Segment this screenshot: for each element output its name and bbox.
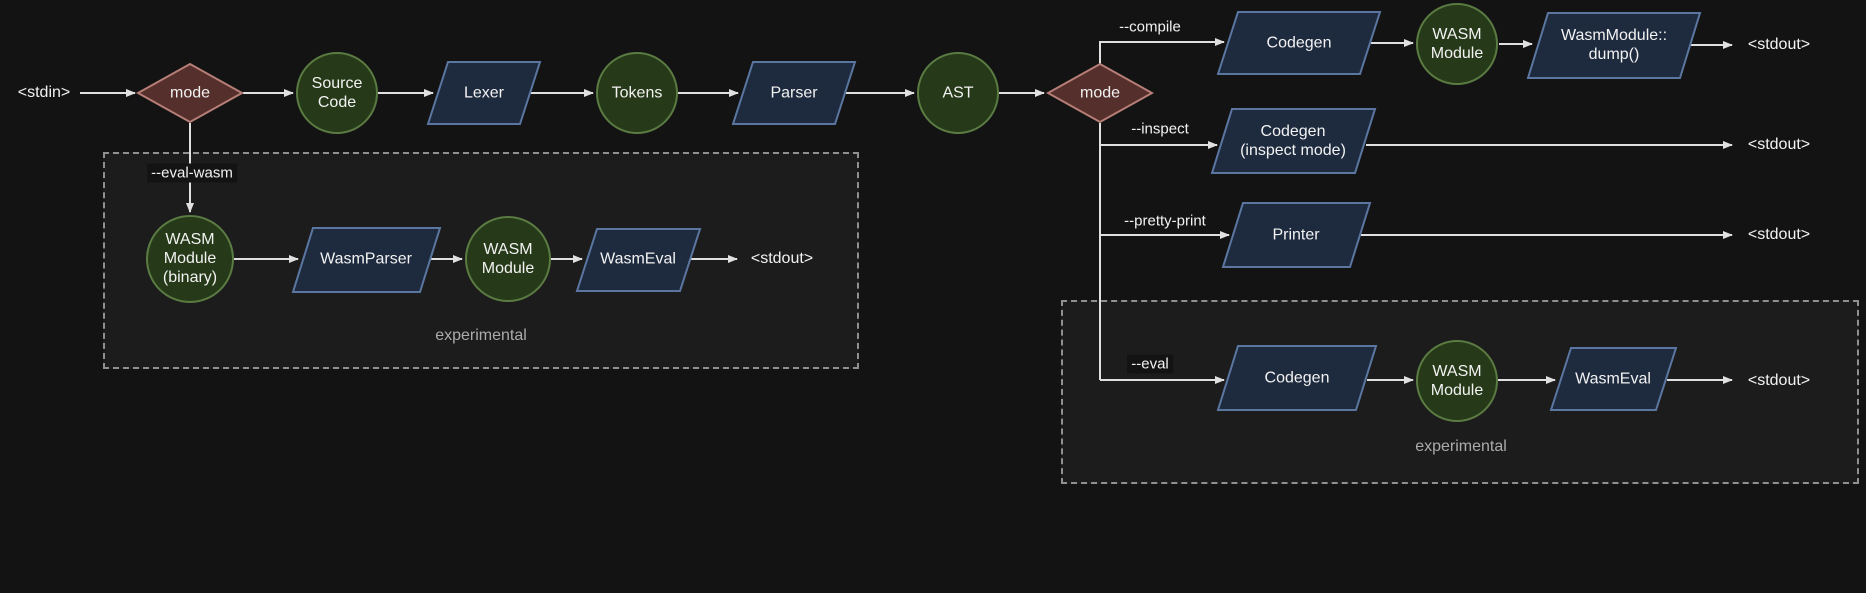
- wasm-module-left-node: [465, 216, 551, 302]
- stdout-terminal-eval: <stdout>: [1747, 372, 1811, 389]
- wasmmodule-dump-label: WasmModule:: dump(): [1560, 26, 1668, 63]
- wasm-module-left-label: WASM Module: [481, 240, 535, 277]
- wasmeval-left-node: [575, 228, 702, 292]
- mode-diamond-2: [1045, 62, 1155, 124]
- lexer-label: Lexer: [463, 84, 505, 102]
- edge-label-eval: --eval: [1127, 354, 1173, 374]
- wasm-module-compile-node: [1416, 3, 1498, 85]
- stdout-terminal-compile: <stdout>: [1747, 36, 1811, 53]
- parser-label: Parser: [770, 84, 818, 102]
- stdout-terminal-inspect: <stdout>: [1747, 136, 1811, 153]
- source-code-label: Source Code: [311, 74, 363, 111]
- lexer-node: [426, 61, 542, 125]
- codegen-compile-label: Codegen: [1266, 34, 1332, 52]
- source-code-node: [296, 52, 378, 134]
- codegen-eval-label: Codegen: [1264, 369, 1330, 387]
- stdout-terminal-eval-wasm: <stdout>: [750, 250, 814, 267]
- wasm-module-compile-label: WASM Module: [1430, 25, 1484, 62]
- codegen-compile-node: [1216, 11, 1382, 75]
- mode-diamond-1-label: mode: [169, 84, 211, 102]
- wasmparser-label: WasmParser: [320, 250, 412, 268]
- stdin-terminal: <stdin>: [17, 84, 71, 101]
- wasmmodule-dump-node: [1526, 12, 1702, 79]
- codegen-inspect-node: [1210, 108, 1377, 174]
- edge-label-pretty-print: --pretty-print: [1120, 211, 1210, 231]
- experimental-label-right: experimental: [1415, 438, 1507, 455]
- experimental-label-left: experimental: [435, 327, 527, 344]
- wasmeval-eval-label: WasmEval: [1575, 370, 1651, 388]
- wasmeval-left-label: WasmEval: [600, 250, 676, 268]
- printer-node: [1221, 202, 1372, 268]
- node-shapes: [135, 3, 1702, 422]
- tokens-node: [596, 52, 678, 134]
- parser-node: [731, 61, 857, 125]
- stdout-terminal-pretty-print: <stdout>: [1747, 226, 1811, 243]
- wasm-module-eval-node: [1416, 340, 1498, 422]
- wasmparser-node: [291, 227, 442, 293]
- printer-label: Printer: [1272, 226, 1320, 244]
- edge-label-eval-wasm: --eval-wasm: [147, 163, 237, 183]
- ast-label: AST: [942, 84, 974, 102]
- mode-diamond-1: [135, 62, 245, 124]
- wasmeval-eval-node: [1549, 347, 1678, 411]
- codegen-eval-node: [1216, 345, 1378, 411]
- edge-label-inspect: --inspect: [1127, 119, 1193, 139]
- ast-node: [917, 52, 999, 134]
- codegen-inspect-label: Codegen (inspect mode): [1240, 122, 1346, 159]
- tokens-label: Tokens: [611, 84, 663, 102]
- edge-label-compile: --compile: [1115, 17, 1185, 37]
- edge-mode2-compile: [1099, 38, 1225, 64]
- wasm-module-eval-label: WASM Module: [1430, 362, 1484, 399]
- wasm-module-binary-label: WASM Module (binary): [162, 231, 218, 287]
- edges: [80, 38, 1733, 384]
- mode-diamond-2-label: mode: [1079, 84, 1121, 102]
- wasm-module-binary-node: [146, 215, 234, 303]
